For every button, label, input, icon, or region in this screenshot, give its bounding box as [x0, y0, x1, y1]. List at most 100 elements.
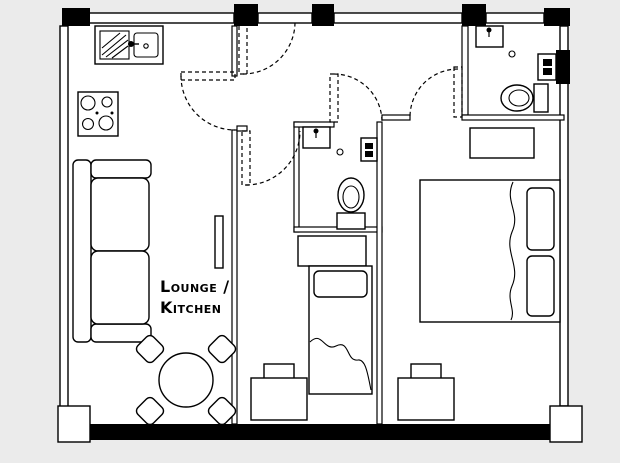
toilet-bowl-inner	[508, 89, 530, 107]
hob-knob-2	[110, 111, 114, 115]
drain	[508, 50, 516, 58]
burner-4	[98, 115, 114, 131]
toilet-bowl	[337, 177, 365, 213]
toilet-bowl-inner	[342, 185, 360, 209]
room-label-line2: Kitchen	[160, 298, 222, 317]
door-swing-arc	[242, 21, 296, 75]
window-top-3	[485, 12, 545, 24]
dining-chair-1	[135, 334, 165, 364]
bedroom-right-wall-stub	[381, 114, 411, 121]
double-bed	[419, 179, 561, 323]
pier-top-right	[544, 8, 570, 26]
dining-table	[158, 352, 214, 408]
pillow-2	[526, 255, 555, 317]
bathroom-tr-bottom-wall	[461, 114, 565, 121]
pier-top-4	[462, 4, 486, 26]
bottom-wall	[90, 424, 550, 440]
pier-top-2	[234, 4, 258, 26]
wall-unit-body	[537, 53, 557, 81]
door-leaf	[453, 66, 463, 118]
blanket-fold	[309, 337, 372, 391]
sofa-arm-top	[90, 159, 152, 179]
toilet	[500, 83, 549, 113]
bathroom-tr-left-wall	[461, 25, 469, 116]
pier-top-left	[62, 8, 90, 26]
doors	[180, 21, 463, 186]
wall-unit-panel-1	[365, 143, 373, 149]
drainer-grooves	[101, 32, 129, 59]
bedroom-middle-door	[241, 130, 301, 186]
desk-chair	[410, 363, 442, 380]
wardrobe	[469, 127, 535, 159]
lounge-area: Lounge / Kitchen	[72, 159, 237, 426]
left-wall	[59, 25, 69, 409]
bathroom-mid-left-wall	[293, 121, 300, 233]
wall-lounge-upper	[231, 25, 238, 77]
single-bed	[308, 265, 373, 395]
desk	[397, 377, 455, 421]
toilet	[336, 177, 366, 230]
entry-door	[238, 21, 296, 75]
pillow-1	[526, 187, 555, 251]
toilet-cistern	[533, 83, 549, 113]
pillow	[313, 270, 368, 298]
radiator	[214, 215, 224, 269]
entry-opening	[257, 12, 313, 24]
door-swing-arc	[333, 73, 383, 123]
blanket-fold	[509, 181, 516, 321]
wall-unit-panel-2	[543, 68, 552, 75]
pier-top-3	[312, 4, 334, 26]
wall-unit-panel-2	[365, 151, 373, 157]
bedroom-middle	[250, 235, 373, 421]
exterior-walls	[57, 4, 583, 443]
wardrobe	[297, 235, 367, 267]
drain	[336, 148, 344, 156]
sofa	[72, 159, 152, 343]
bathroom-middle-door	[329, 73, 383, 123]
window-top-1	[87, 12, 235, 24]
burner-1	[80, 95, 96, 111]
wall-unit	[360, 137, 378, 162]
dining-set	[135, 334, 237, 426]
wall-unit-panel-1	[543, 59, 552, 66]
wall-unit-body	[360, 137, 378, 162]
bathroom-top-right	[475, 25, 557, 113]
wall-bedrooms-divider	[376, 121, 383, 425]
lounge-door	[180, 71, 236, 131]
sink-unit	[94, 25, 164, 65]
wall-lounge-lower	[231, 129, 238, 425]
toilet-bowl	[500, 84, 534, 112]
burner-2	[101, 96, 113, 108]
desk-chair	[263, 363, 295, 380]
sink-basin	[133, 32, 159, 58]
dining-chair-4	[207, 396, 237, 426]
desk	[250, 377, 308, 421]
door-swing-arc	[245, 130, 301, 186]
bedroom-right-door	[409, 66, 463, 118]
hob	[77, 91, 119, 137]
sofa-cushion-1	[90, 177, 150, 252]
dining-chair-3	[135, 396, 165, 426]
sofa-cushion-2	[90, 250, 150, 325]
wall-unit	[537, 53, 557, 81]
sofa-arm-bottom	[90, 323, 152, 343]
bedroom-right	[397, 127, 561, 421]
toilet-cistern	[336, 212, 366, 230]
pier-bottom-right	[549, 405, 583, 443]
wall-hall-stub	[236, 125, 248, 132]
burner-3	[81, 117, 95, 131]
hob-knob-1	[95, 111, 99, 115]
room-label-line1: Lounge /	[160, 277, 230, 296]
sofa-back	[72, 159, 92, 343]
door-swing-arc	[180, 75, 236, 131]
pier-bottom-left	[57, 405, 91, 443]
window-top-2	[333, 12, 463, 24]
kitchen-area	[77, 25, 164, 137]
drain-hole	[143, 43, 149, 49]
pier-right-wall	[556, 50, 570, 84]
bathroom-mid-top-wall	[293, 121, 335, 128]
door-swing-arc	[409, 68, 459, 118]
dining-chair-2	[207, 334, 237, 364]
